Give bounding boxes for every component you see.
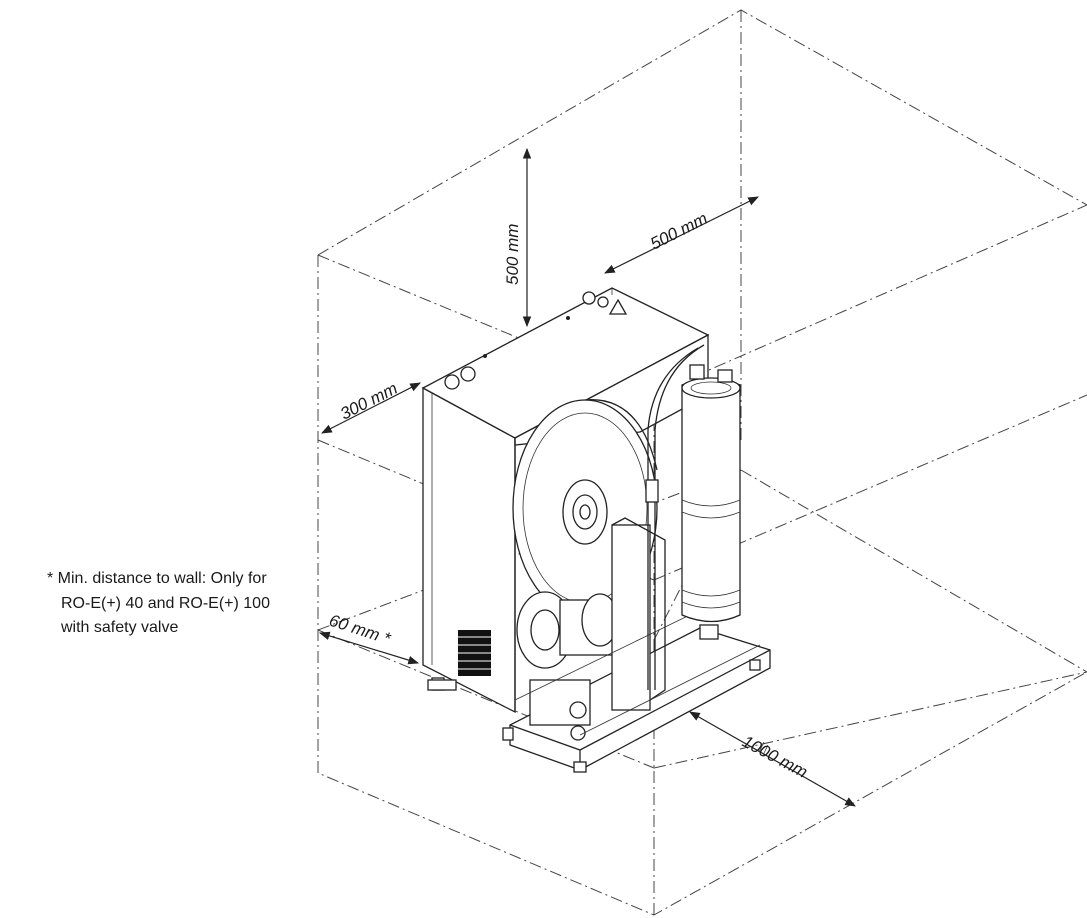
dim-arrow-front: [689, 711, 856, 807]
dim-label-top: 500 mm: [503, 224, 522, 285]
dimension-lines: [318, 147, 856, 807]
ro-unit-illustration: [421, 287, 771, 773]
dim-label-side: 300 mm: [337, 379, 400, 424]
dim-label-wall: 60 mm *: [327, 611, 394, 649]
footnote-line-1: * Min. distance to wall: Only for: [47, 570, 267, 587]
footnote-line-3: with safety valve: [60, 619, 178, 636]
dim-arrow-rear: [604, 196, 759, 274]
dim-arrow-wall: [318, 631, 420, 665]
footnote-line-2: RO-E(+) 40 and RO-E(+) 100: [61, 595, 270, 612]
footnote: * Min. distance to wall: Only for RO-E(+…: [47, 570, 270, 636]
dim-label-rear: 500 mm: [647, 209, 710, 254]
dim-label-front: 1000 mm: [739, 732, 810, 782]
dim-arrow-side: [321, 382, 421, 434]
